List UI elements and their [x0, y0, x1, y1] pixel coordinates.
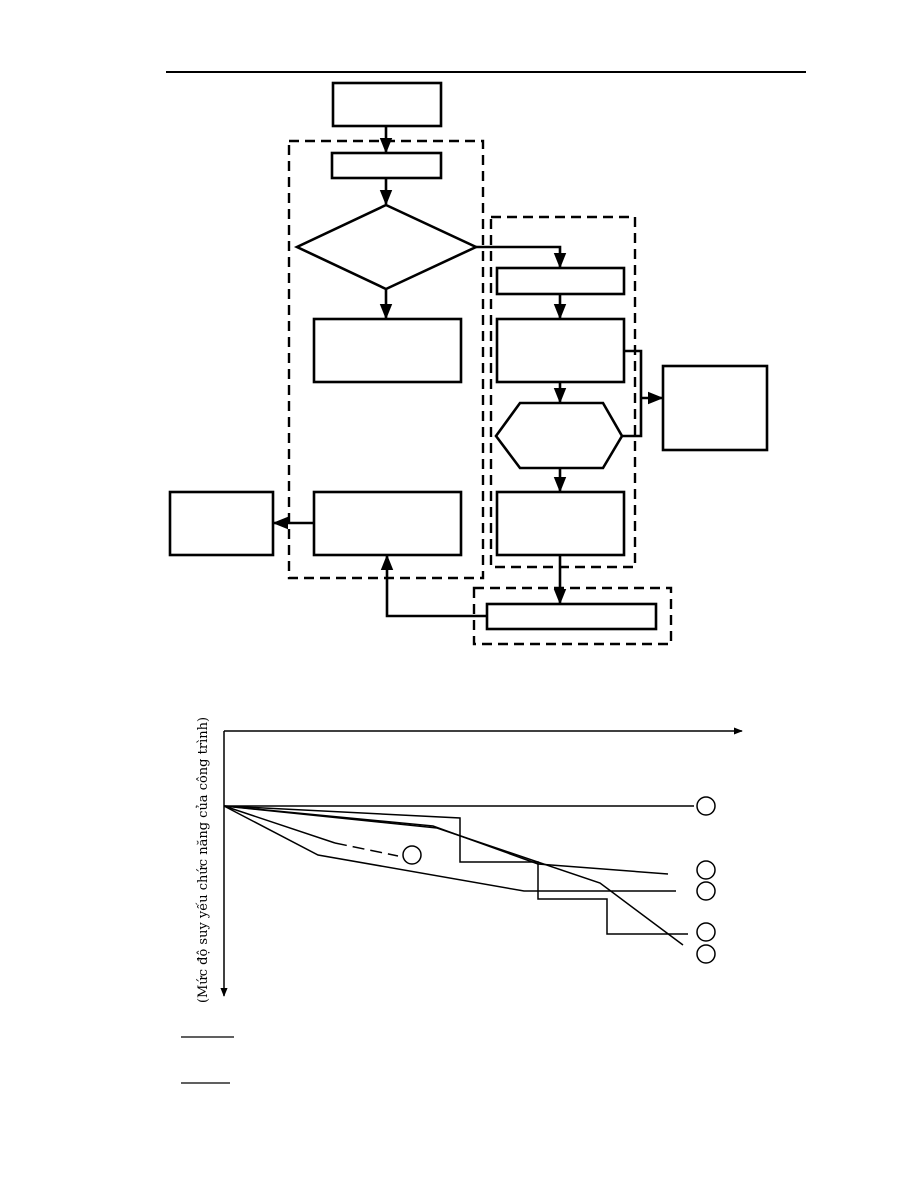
curve-dashed-part — [334, 842, 399, 857]
curve-marker-2 — [696, 860, 716, 880]
bottom-dashed-group — [472, 586, 673, 646]
bottom-box — [485, 602, 658, 631]
right-box-1 — [495, 266, 626, 296]
y-axis-label: (Mức độ suy yếu chức năng của công trình… — [195, 717, 211, 1003]
connector-rbox2-right — [622, 349, 643, 438]
flowchart — [168, 81, 769, 646]
right-dashed-group — [489, 215, 637, 569]
curve-4-stepped — [223, 805, 688, 935]
curve-5 — [223, 805, 684, 946]
far-right-box — [661, 364, 769, 452]
right-box-3 — [495, 490, 626, 557]
arrow-bottom-to-left-box3 — [380, 554, 487, 618]
curve-marker-dashed — [402, 845, 422, 865]
curve-marker-3 — [696, 881, 716, 901]
right-box-2 — [495, 317, 626, 384]
arrow-diamond-to-right-box1 — [476, 245, 567, 269]
far-left-box — [168, 490, 275, 557]
curve-marker-4 — [696, 922, 716, 942]
left-box-2 — [312, 317, 463, 384]
curve-marker-5 — [696, 944, 716, 964]
decline-chart: (Mức độ suy yếu chức năng của công trình… — [195, 717, 743, 1003]
curve-dashed-solid — [223, 805, 336, 844]
curve-marker-1 — [696, 796, 716, 816]
step-box-1 — [330, 151, 443, 180]
curve-3 — [223, 805, 676, 892]
left-box-3 — [312, 490, 463, 557]
left-dashed-group — [287, 139, 485, 580]
decision-diamond — [293, 203, 480, 291]
start-box — [331, 81, 443, 128]
right-hexagon — [494, 401, 624, 470]
